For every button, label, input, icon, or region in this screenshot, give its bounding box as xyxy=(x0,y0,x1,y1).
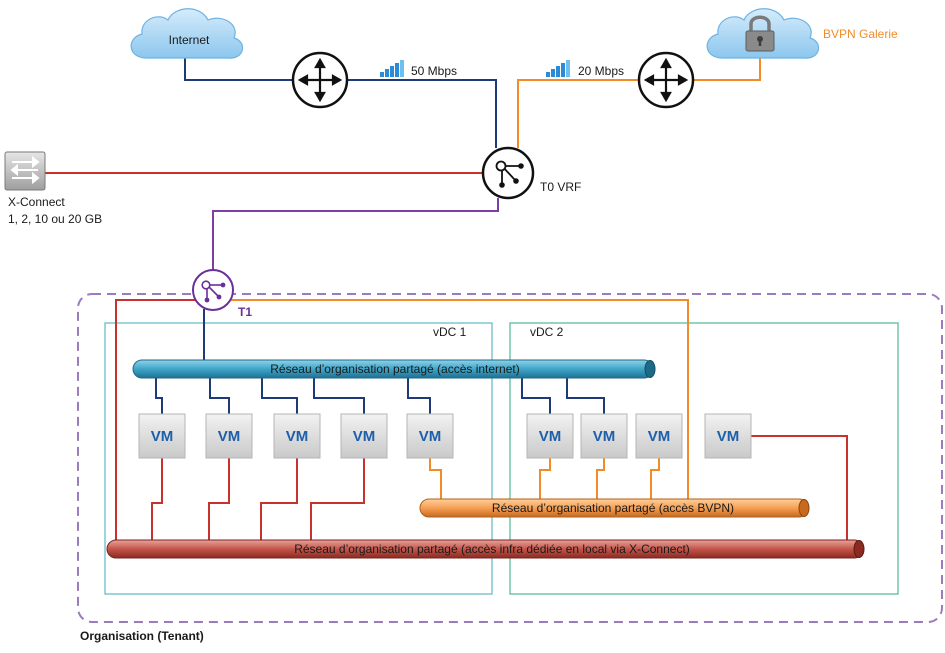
organisation-container xyxy=(77,293,943,623)
vdc2-label: vDC 2 xyxy=(530,325,564,339)
vm-label: VM xyxy=(353,428,376,445)
bvpn-link-right xyxy=(694,58,761,81)
vm-label: VM xyxy=(648,428,671,445)
vm-label: VM xyxy=(218,428,241,445)
vm-label: VM xyxy=(717,428,740,445)
vm-label: VM xyxy=(539,428,562,445)
internet-link-right xyxy=(348,79,497,148)
vm-label: VM xyxy=(151,428,174,445)
signal-bars-icon xyxy=(380,60,404,77)
bvpn-router-icon[interactable] xyxy=(637,51,695,109)
bvpn-label: BVPN Galerie xyxy=(823,27,898,41)
vm-8[interactable]: VM xyxy=(635,413,683,459)
vm-9[interactable]: VM xyxy=(704,413,752,459)
t1-bvpn-feeder xyxy=(228,299,689,499)
internet-link-left xyxy=(184,58,292,81)
bvpn-network-pipe: Réseau d’organisation partagé (accès BVP… xyxy=(419,498,810,518)
vdc1-container xyxy=(104,322,493,595)
internet-label: Internet xyxy=(169,33,210,47)
t1-router-icon[interactable] xyxy=(192,269,234,311)
internet-network-label: Réseau d’organisation partagé (accès int… xyxy=(270,362,519,376)
vm-1[interactable]: VM xyxy=(138,413,186,459)
vm-5[interactable]: VM xyxy=(406,413,454,459)
vm-label: VM xyxy=(286,428,309,445)
internet-router-icon[interactable] xyxy=(291,51,349,109)
vm-7[interactable]: VM xyxy=(580,413,628,459)
signal-bars-icon xyxy=(546,60,570,77)
xconnect-network-label: Réseau d’organisation partagé (accès inf… xyxy=(294,542,690,556)
bvpn-link-left xyxy=(517,79,638,148)
organisation-label: Organisation (Tenant) xyxy=(80,629,204,643)
vdc2-container xyxy=(509,322,899,595)
t0-router-icon[interactable] xyxy=(481,146,535,200)
vm-internet-links xyxy=(155,378,605,415)
bvpn-network-label: Réseau d’organisation partagé (accès BVP… xyxy=(492,501,734,515)
bvpn-bandwidth-label: 20 Mbps xyxy=(578,64,624,78)
lock-icon xyxy=(745,15,775,52)
internet-cloud-icon[interactable]: Internet xyxy=(130,8,244,59)
t0-t1-link xyxy=(212,198,499,270)
vm-3[interactable]: VM xyxy=(273,413,321,459)
vm-4[interactable]: VM xyxy=(340,413,388,459)
vdc1-label: vDC 1 xyxy=(433,325,467,339)
t1-label: T1 xyxy=(238,305,252,319)
vm-2[interactable]: VM xyxy=(205,413,253,459)
vm-label: VM xyxy=(593,428,616,445)
t0-label: T0 VRF xyxy=(540,180,581,194)
vm-6[interactable]: VM xyxy=(526,413,574,459)
internet-bandwidth-label: 50 Mbps xyxy=(411,64,457,78)
internet-network-pipe: Réseau d’organisation partagé (accès int… xyxy=(132,359,656,379)
bvpn-cloud-icon[interactable] xyxy=(706,8,820,59)
xconnect-switch-icon[interactable] xyxy=(4,151,46,191)
vm-bvpn-links xyxy=(429,458,660,500)
xconnect-capacity-label: 1, 2, 10 ou 20 GB xyxy=(8,212,102,226)
xconnect-label: X-Connect xyxy=(8,195,65,209)
vm-label: VM xyxy=(419,428,442,445)
xconnect-network-pipe: Réseau d’organisation partagé (accès inf… xyxy=(106,539,865,559)
t1-xconnect-feeder xyxy=(115,299,198,541)
vm-xconnect-links xyxy=(151,435,848,541)
